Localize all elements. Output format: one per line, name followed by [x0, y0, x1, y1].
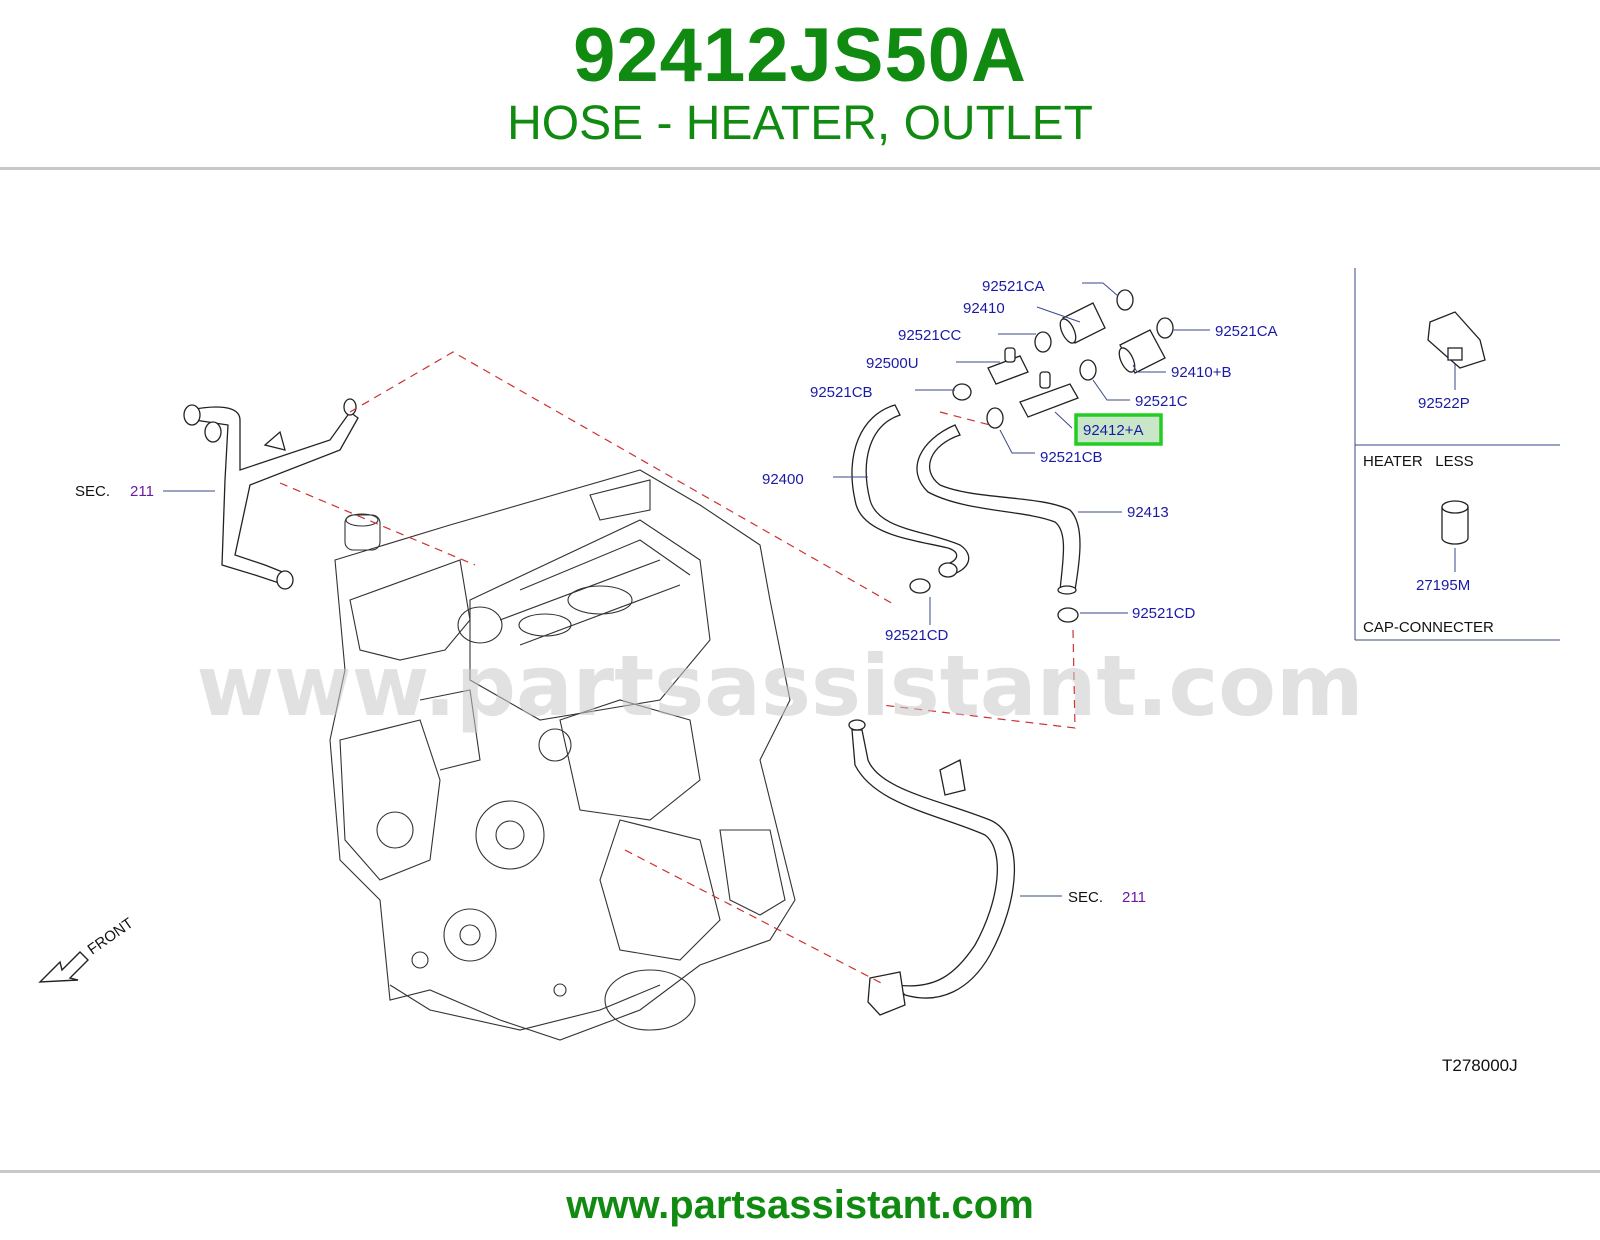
callout-92521ca-right[interactable]: 92521CA: [1215, 323, 1278, 340]
sec-label-left: SEC.: [75, 483, 110, 500]
callout-92521ca-top[interactable]: 92521CA: [982, 278, 1045, 295]
parts-diagram: www.partsassistant.com 92521CA 92410 925…: [38, 268, 1560, 1075]
callout-92521cd-left[interactable]: 92521CD: [885, 627, 949, 644]
callout-92400[interactable]: 92400: [762, 471, 804, 488]
callout-27195m[interactable]: 27195M: [1416, 577, 1470, 594]
diagram-code: T278000J: [1442, 1056, 1518, 1075]
header-divider: [0, 167, 1600, 170]
connector-92522p-drawing: [1427, 311, 1486, 369]
callout-92500u[interactable]: 92500U: [866, 355, 919, 372]
callout-92522p[interactable]: 92522P: [1418, 395, 1470, 412]
heater-less-label: HEATER LESS: [1363, 453, 1474, 470]
front-label: FRONT: [85, 915, 137, 959]
callout-92521cb-right[interactable]: 92521CB: [1040, 449, 1103, 466]
callout-92521cb-left[interactable]: 92521CB: [810, 384, 873, 401]
part-number-title: 92412JS50A: [573, 13, 1027, 98]
front-arrow-icon: [38, 951, 89, 983]
callout-92410[interactable]: 92410: [963, 300, 1005, 317]
callout-92521c[interactable]: 92521C: [1135, 393, 1188, 410]
callout-92521cd-right[interactable]: 92521CD: [1132, 605, 1196, 622]
watermark: www.partsassistant.com: [197, 637, 1364, 735]
alignment-lines: [279, 351, 1076, 986]
hose-clamps: [909, 289, 1174, 623]
part-name-subtitle: HOSE - HEATER, OUTLET: [507, 97, 1093, 150]
sec-number-left[interactable]: 211: [130, 483, 154, 500]
side-panel: [1354, 268, 1560, 641]
sec-label-right: SEC.: [1068, 889, 1103, 906]
callout-92521cc[interactable]: 92521CC: [898, 327, 962, 344]
left-water-pipe: [183, 398, 359, 590]
callout-92413[interactable]: 92413: [1127, 504, 1169, 521]
right-lower-pipe: [848, 719, 1016, 1016]
engine-illustration: [329, 469, 796, 1041]
cap-27195m-drawing: [1441, 506, 1469, 545]
sec-number-right[interactable]: 211: [1122, 889, 1146, 906]
highlight-box: [1074, 413, 1163, 446]
cap-connecter-label: CAP-CONNECTER: [1363, 619, 1494, 636]
footer-url-link[interactable]: www.partsassistant.com: [566, 1183, 1034, 1227]
small-hoses: [987, 302, 1166, 418]
callout-92412-a-highlighted[interactable]: 92412+A: [1083, 422, 1143, 439]
callout-92410-b[interactable]: 92410+B: [1171, 364, 1231, 381]
leader-lines: [163, 282, 1456, 897]
footer-divider: [0, 1170, 1600, 1173]
